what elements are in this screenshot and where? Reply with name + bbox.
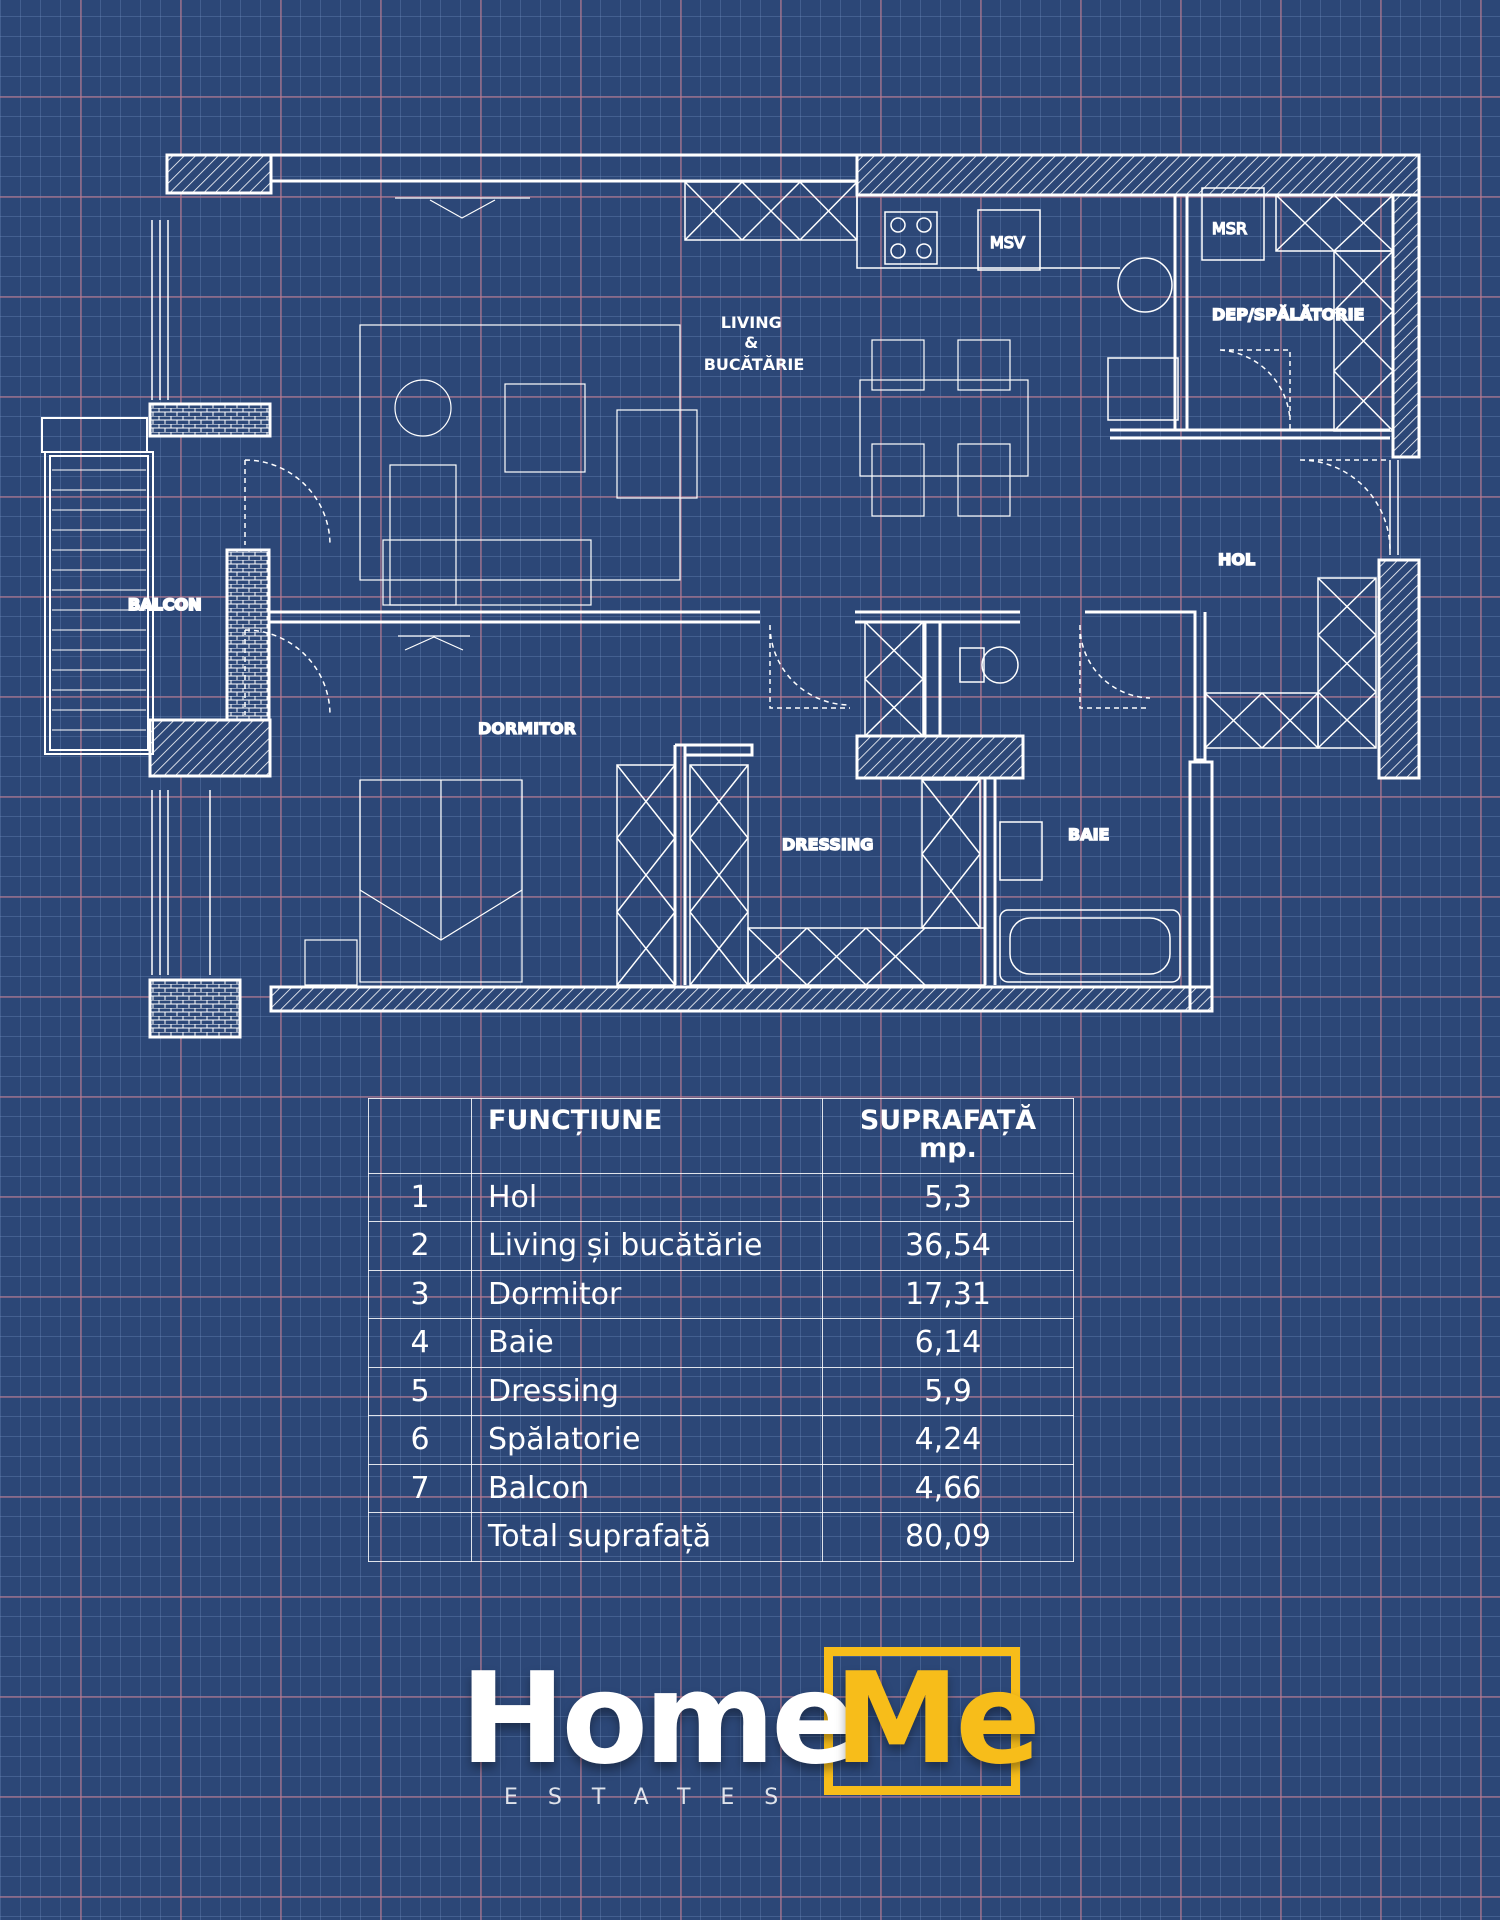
room-label-msv: MSV (990, 233, 1025, 252)
row-functiune: Spălatorie (471, 1415, 823, 1465)
row-functiune: Balcon (471, 1463, 823, 1514)
row-functiune: Hol (471, 1172, 823, 1223)
hol-cabinets: HOL (1204, 549, 1377, 749)
bathroom: BAIE (959, 646, 1181, 983)
floor-plan: BALCON MSV (41, 153, 1421, 1039)
area-table: FUNCȚIUNE SUPRAFAȚĂ mp. 1 Hol 5,3 2 Livi… (368, 1098, 1074, 1562)
room-label-msr: MSR (1212, 219, 1247, 238)
dep-cabinets: MSR DEP/SPĂLĂTORIE (1201, 187, 1394, 432)
room-label-baie: BAIE (1068, 825, 1109, 844)
row-nr (368, 1512, 472, 1562)
row-nr: 4 (368, 1318, 472, 1368)
header-suprafata-line1: SUPRAFAȚĂ (859, 1105, 1037, 1136)
row-nr: 1 (368, 1172, 472, 1223)
row-suprafata: 6,14 (822, 1318, 1074, 1368)
table-row: 4 Baie 6,14 (368, 1318, 1074, 1368)
exterior-walls (148, 153, 1421, 1039)
room-label-balcon: BALCON (128, 595, 202, 614)
header-suprafata: SUPRAFAȚĂ mp. (822, 1098, 1074, 1174)
row-nr: 5 (368, 1366, 472, 1417)
logo-me-text: Me (834, 1645, 1041, 1792)
room-label-dressing: DRESSING (782, 835, 873, 854)
homeme-logo: Home Me ESTATES (460, 1645, 1041, 1825)
kitchen: MSV (684, 181, 1179, 421)
table-row: 6 Spălatorie 4,24 (368, 1415, 1074, 1465)
room-label-dormitor: DORMITOR (478, 719, 576, 738)
living-furniture (359, 197, 698, 606)
table-row: 2 Living și bucătărie 36,54 (368, 1221, 1074, 1271)
row-suprafata: 80,09 (822, 1512, 1074, 1562)
table-header-row: FUNCȚIUNE SUPRAFAȚĂ mp. (368, 1098, 1074, 1174)
row-nr: 2 (368, 1221, 472, 1271)
row-nr: 3 (368, 1269, 472, 1320)
row-suprafata: 4,66 (822, 1463, 1074, 1514)
row-functiune: Total suprafață (471, 1512, 823, 1562)
dressing: DRESSING (616, 621, 986, 986)
row-suprafata: 5,3 (822, 1172, 1074, 1223)
row-suprafata: 4,24 (822, 1415, 1074, 1465)
table-row: 1 Hol 5,3 (368, 1172, 1074, 1223)
table-row: 5 Dressing 5,9 (368, 1366, 1074, 1417)
table-row: 3 Dormitor 17,31 (368, 1269, 1074, 1320)
doors (244, 349, 1391, 716)
header-suprafata-line2: mp. (919, 1133, 977, 1165)
logo-tagline: ESTATES (504, 1785, 809, 1810)
room-label-dep: DEP/SPĂLĂTORIE (1212, 305, 1364, 324)
header-nr (368, 1098, 472, 1174)
dining (859, 339, 1029, 517)
logo-frame (824, 1647, 1020, 1795)
row-functiune: Dormitor (471, 1269, 823, 1320)
table-row: 7 Balcon 4,66 (368, 1463, 1074, 1514)
row-suprafata: 36,54 (822, 1221, 1074, 1271)
header-functiune: FUNCȚIUNE (471, 1098, 823, 1174)
row-nr: 6 (368, 1415, 472, 1465)
row-functiune: Living și bucătărie (471, 1221, 823, 1271)
row-suprafata: 17,31 (822, 1269, 1074, 1320)
logo-home-text: Home (460, 1645, 857, 1792)
row-suprafata: 5,9 (822, 1366, 1074, 1417)
balcony: BALCON (41, 417, 203, 755)
row-nr: 7 (368, 1463, 472, 1514)
room-label-living: LIVING & BUCĂTĂRIE (704, 313, 805, 374)
row-functiune: Baie (471, 1318, 823, 1368)
room-label-hol: HOL (1218, 550, 1255, 569)
bedroom: DORMITOR (304, 635, 577, 986)
table-total-row: Total suprafață 80,09 (368, 1512, 1074, 1562)
row-functiune: Dressing (471, 1366, 823, 1417)
